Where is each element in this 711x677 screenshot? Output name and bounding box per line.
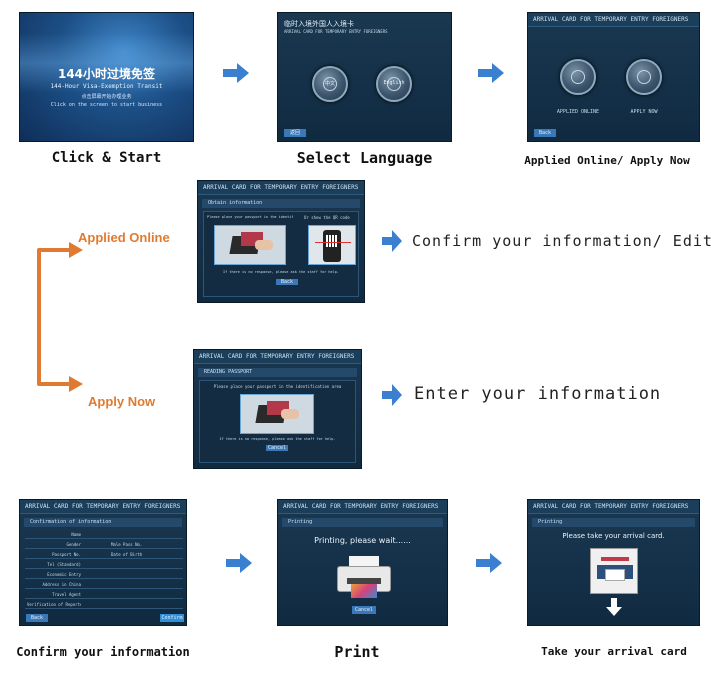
caption-take-card: Take your arrival card xyxy=(522,645,706,658)
start-screen[interactable]: 144小时过境免签 144-Hour Visa-Exemption Transi… xyxy=(19,12,194,142)
apply-now-label: APPLY NOW xyxy=(616,109,672,115)
confirmation-screen: ARRIVAL CARD FOR TEMPORARY ENTRY FOREIGN… xyxy=(19,499,187,626)
printing-screen: ARRIVAL CARD FOR TEMPORARY ENTRY FOREIGN… xyxy=(277,499,448,626)
apply-now-button[interactable] xyxy=(626,59,662,95)
caption-select-language: Select Language xyxy=(262,149,467,167)
chinese-button-label: 中文 xyxy=(312,80,348,87)
caption-confirm-info: Confirm your information xyxy=(4,645,202,659)
applied-online-label: APPLIED ONLINE xyxy=(550,109,606,115)
obtain-info-header: ARRIVAL CARD FOR TEMPORARY ENTRY FOREIGN… xyxy=(198,181,364,195)
start-hint-en: Click on the screen to start business xyxy=(20,102,193,108)
field-label: Address in China xyxy=(27,582,81,587)
english-button-label: English xyxy=(376,80,412,86)
applied-online-button[interactable] xyxy=(560,59,596,95)
printing-header: ARRIVAL CARD FOR TEMPORARY ENTRY FOREIGN… xyxy=(278,500,447,514)
language-title-cn: 临时入境外国人入境卡 xyxy=(284,19,354,29)
right-arrow-icon xyxy=(478,63,504,83)
passport-scan-icon xyxy=(240,394,314,434)
apply-mode-header: ARRIVAL CARD FOR TEMPORARY ENTRY FOREIGN… xyxy=(528,13,699,27)
cancel-button[interactable]: Cancel xyxy=(266,445,288,451)
obtain-info-screen: ARRIVAL CARD FOR TEMPORARY ENTRY FOREIGN… xyxy=(197,180,365,303)
confirm-button[interactable]: Confirm xyxy=(160,614,184,622)
apply-now-branch-label: Apply Now xyxy=(88,394,155,409)
passport-hint: Please place your passport in the identi… xyxy=(207,215,293,219)
back-button[interactable]: Back xyxy=(276,279,298,285)
right-arrow-icon xyxy=(382,384,402,406)
right-arrow-icon xyxy=(476,553,502,573)
field-value: Male Pass No. xyxy=(111,542,142,547)
caption-click-start: Click & Start xyxy=(19,150,194,166)
enter-info-caption: Enter your information xyxy=(414,384,661,404)
language-title-en: ARRIVAL CARD FOR TEMPORARY ENTRY FOREIGN… xyxy=(284,29,388,34)
down-arrow-icon xyxy=(606,598,622,616)
right-arrow-icon xyxy=(382,230,402,252)
caption-print: Print xyxy=(277,643,437,661)
printing-section: Printing xyxy=(282,518,443,527)
printing-message: Printing, please wait...... xyxy=(278,536,447,545)
obtain-info-section: Obtain information xyxy=(202,199,360,208)
printer-icon xyxy=(337,556,391,600)
reading-passport-section: READING PASSPORT xyxy=(198,368,357,377)
reading-passport-panel: Please place your passport in the identi… xyxy=(199,380,356,463)
refresh-icon xyxy=(637,70,651,84)
qr-hint: Or show the QR code xyxy=(304,215,362,220)
branch-bracket xyxy=(25,240,85,396)
field-label: Gender xyxy=(27,542,81,547)
take-card-header: ARRIVAL CARD FOR TEMPORARY ENTRY FOREIGN… xyxy=(528,500,699,514)
help-footer: If there is no response, please ask the … xyxy=(200,437,355,441)
confirmation-header: ARRIVAL CARD FOR TEMPORARY ENTRY FOREIGN… xyxy=(20,500,186,514)
confirm-edit-caption: Confirm your information/ Edit xyxy=(412,232,711,250)
field-label: Tel (Standard) xyxy=(27,562,81,567)
cancel-button[interactable]: Cancel xyxy=(352,606,376,614)
help-footer: If there is no response, please ask the … xyxy=(204,270,358,274)
field-label: Travel Agent xyxy=(27,592,81,597)
right-arrow-icon xyxy=(223,63,249,83)
reading-passport-header: ARRIVAL CARD FOR TEMPORARY ENTRY FOREIGN… xyxy=(194,350,361,364)
take-card-section: Printing xyxy=(532,518,695,527)
back-button[interactable]: 返回 xyxy=(284,129,306,137)
field-label: Verification of Reporter xyxy=(27,602,81,607)
applied-online-branch-label: Applied Online xyxy=(78,230,170,245)
caption-applied-apply: Applied Online/ Apply Now xyxy=(512,154,702,167)
passport-hint: Please place your passport in the identi… xyxy=(200,384,355,389)
apply-mode-screen: ARRIVAL CARD FOR TEMPORARY ENTRY FOREIGN… xyxy=(527,12,700,142)
start-title-en: 144-Hour Visa-Exemption Transit xyxy=(20,83,193,90)
language-screen: 临时入境外国人入境卡 ARRIVAL CARD FOR TEMPORARY EN… xyxy=(277,12,452,142)
globe-icon xyxy=(571,70,585,84)
reading-passport-screen: ARRIVAL CARD FOR TEMPORARY ENTRY FOREIGN… xyxy=(193,349,362,469)
field-value: Date of Birth xyxy=(111,552,142,557)
take-card-screen: ARRIVAL CARD FOR TEMPORARY ENTRY FOREIGN… xyxy=(527,499,700,626)
field-label: Name xyxy=(27,532,81,537)
back-button[interactable]: Back xyxy=(534,129,556,137)
start-hint-cn: 点击屏幕开始办理业务 xyxy=(20,93,193,100)
passport-scan-icon xyxy=(214,225,286,265)
back-button[interactable]: Back xyxy=(26,614,48,622)
obtain-info-panel: Please place your passport in the identi… xyxy=(203,211,359,297)
field-label: Economic Entry xyxy=(27,572,81,577)
right-arrow-icon xyxy=(226,553,252,573)
start-title-cn: 144小时过境免签 xyxy=(20,65,193,82)
confirmation-section: Confirmation of information xyxy=(24,518,182,527)
field-label: Passport No. xyxy=(27,552,81,557)
kiosk-slot-icon xyxy=(590,548,638,594)
take-card-message: Please take your arrival card. xyxy=(528,532,699,540)
qr-code-icon xyxy=(308,225,356,265)
